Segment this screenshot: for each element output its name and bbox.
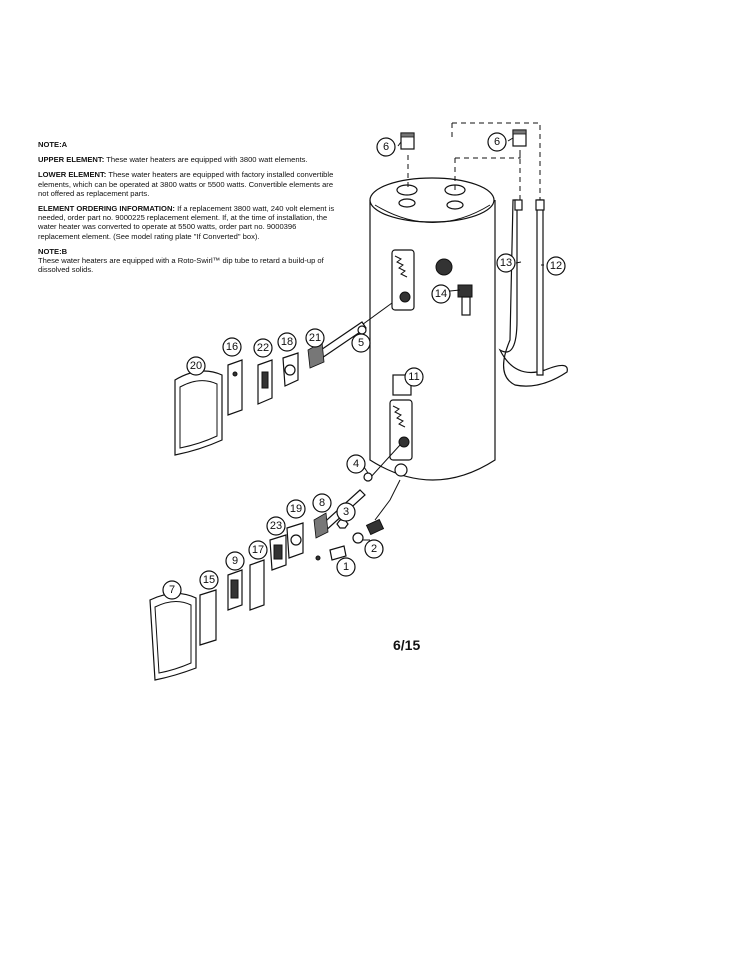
lower-element-label: LOWER ELEMENT: bbox=[38, 170, 107, 180]
callout-12-label: 12 bbox=[550, 260, 562, 272]
lower-element-note: LOWER ELEMENT: These water heaters are e… bbox=[38, 170, 338, 198]
callout-15-label: 15 bbox=[203, 574, 215, 586]
callout-6-right-label: 6 bbox=[494, 136, 500, 148]
callout-8: 8 bbox=[312, 493, 332, 513]
callout-6-left: 6 bbox=[376, 137, 396, 157]
callout-12: 12 bbox=[546, 256, 566, 276]
relief-valve bbox=[457, 284, 473, 316]
ordering-text: If a replacement 3800 watt, 240 volt ele… bbox=[38, 204, 335, 241]
callout-19: 19 bbox=[286, 499, 306, 519]
callout-21: 21 bbox=[305, 328, 325, 348]
callout-17-label: 17 bbox=[252, 544, 264, 556]
callout-6-left-label: 6 bbox=[383, 141, 389, 153]
upper-element-parts bbox=[174, 302, 393, 456]
callout-18: 18 bbox=[277, 332, 297, 352]
pipe-assembly bbox=[400, 122, 568, 387]
callout-5-label: 5 bbox=[358, 337, 364, 349]
lower-element-text: These water heaters are equipped with fa… bbox=[38, 170, 334, 198]
callout-1: 1 bbox=[336, 557, 356, 577]
callout-11: 11 bbox=[404, 367, 424, 387]
callout-1-label: 1 bbox=[343, 561, 349, 573]
ordering-note: ELEMENT ORDERING INFORMATION: If a repla… bbox=[38, 204, 338, 241]
ordering-label: ELEMENT ORDERING INFORMATION: bbox=[38, 204, 175, 214]
callout-7-label: 7 bbox=[169, 584, 175, 596]
callout-20-label: 20 bbox=[190, 360, 202, 372]
callout-22: 22 bbox=[253, 338, 273, 358]
callout-13: 13 bbox=[496, 253, 516, 273]
callout-2-label: 2 bbox=[371, 543, 377, 555]
callout-17: 17 bbox=[248, 540, 268, 560]
water-heater-tank bbox=[369, 177, 496, 481]
callout-18-label: 18 bbox=[281, 336, 293, 348]
callout-2: 2 bbox=[364, 539, 384, 559]
lower-element-parts bbox=[149, 444, 401, 681]
upper-element-text: These water heaters are equipped with 38… bbox=[106, 155, 308, 165]
callout-11-label: 11 bbox=[408, 371, 419, 383]
notes-block: NOTE:A UPPER ELEMENT: These water heater… bbox=[38, 140, 338, 280]
callout-16-upper: 16 bbox=[222, 337, 242, 357]
callout-19-label: 19 bbox=[290, 503, 302, 515]
callout-13-label: 13 bbox=[500, 257, 512, 269]
page-number: 6/15 bbox=[393, 637, 421, 653]
callout-21-label: 21 bbox=[309, 332, 321, 344]
callout-3: 3 bbox=[336, 502, 356, 522]
callout-4: 4 bbox=[346, 454, 366, 474]
upper-element-note: UPPER ELEMENT: These water heaters are e… bbox=[38, 155, 338, 164]
note-b-text: These water heaters are equipped with a … bbox=[38, 256, 324, 275]
note-a-heading: NOTE:A bbox=[38, 140, 68, 149]
callout-15: 15 bbox=[199, 570, 219, 590]
callout-8-label: 8 bbox=[319, 497, 325, 509]
callout-4-label: 4 bbox=[353, 458, 359, 470]
callout-9-label: 9 bbox=[232, 555, 238, 567]
callout-20: 20 bbox=[186, 356, 206, 376]
callout-3-label: 3 bbox=[343, 506, 349, 518]
callout-22-label: 22 bbox=[257, 342, 269, 354]
callout-23: 23 bbox=[266, 516, 286, 536]
upper-element-label: UPPER ELEMENT: bbox=[38, 155, 105, 165]
callout-23-label: 23 bbox=[270, 520, 282, 532]
note-b-heading: NOTE:B bbox=[38, 246, 68, 256]
callout-7: 7 bbox=[162, 580, 182, 600]
callout-9: 9 bbox=[225, 551, 245, 571]
callout-14-label: 14 bbox=[435, 288, 447, 300]
callout-16-upper-label: 16 bbox=[226, 341, 238, 353]
callout-5: 5 bbox=[351, 333, 371, 353]
callout-6-right: 6 bbox=[487, 132, 507, 152]
callout-14: 14 bbox=[431, 284, 451, 304]
